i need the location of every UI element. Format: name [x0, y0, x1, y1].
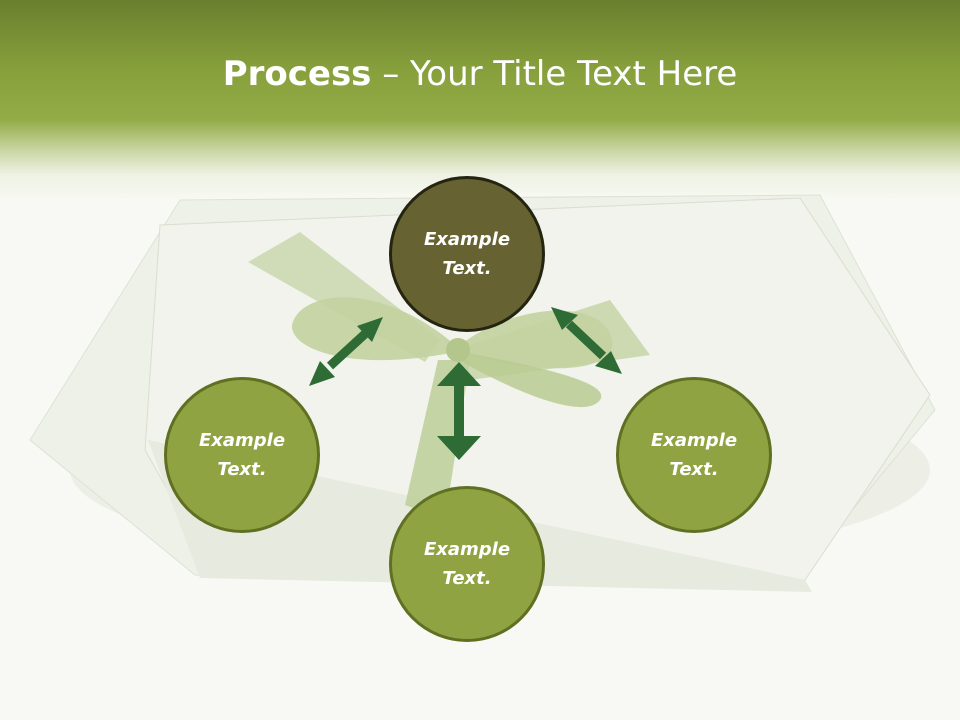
title-bold-part: Process [222, 54, 372, 94]
double-arrow-icon [551, 307, 622, 374]
process-node-top: Example Text. [389, 176, 545, 332]
slide-title: Process – Your Title Text Here [0, 52, 960, 96]
node-top-line2: Text. [442, 258, 492, 279]
process-node-left: Example Text. [164, 377, 320, 533]
node-right-line1: Example [650, 430, 738, 451]
node-left-line2: Text. [217, 459, 267, 480]
node-right-line2: Text. [669, 459, 719, 480]
process-node-bottom: Example Text. [389, 486, 545, 642]
node-bottom-line1: Example [423, 539, 511, 560]
header-band [0, 0, 960, 200]
node-top-line1: Example [423, 229, 511, 250]
node-bottom-line2: Text. [442, 568, 492, 589]
double-arrow-icon [437, 362, 481, 460]
double-arrow-icon [309, 317, 383, 386]
process-node-right: Example Text. [616, 377, 772, 533]
title-rest-part: – Your Title Text Here [371, 54, 738, 94]
node-left-line1: Example [198, 430, 286, 451]
